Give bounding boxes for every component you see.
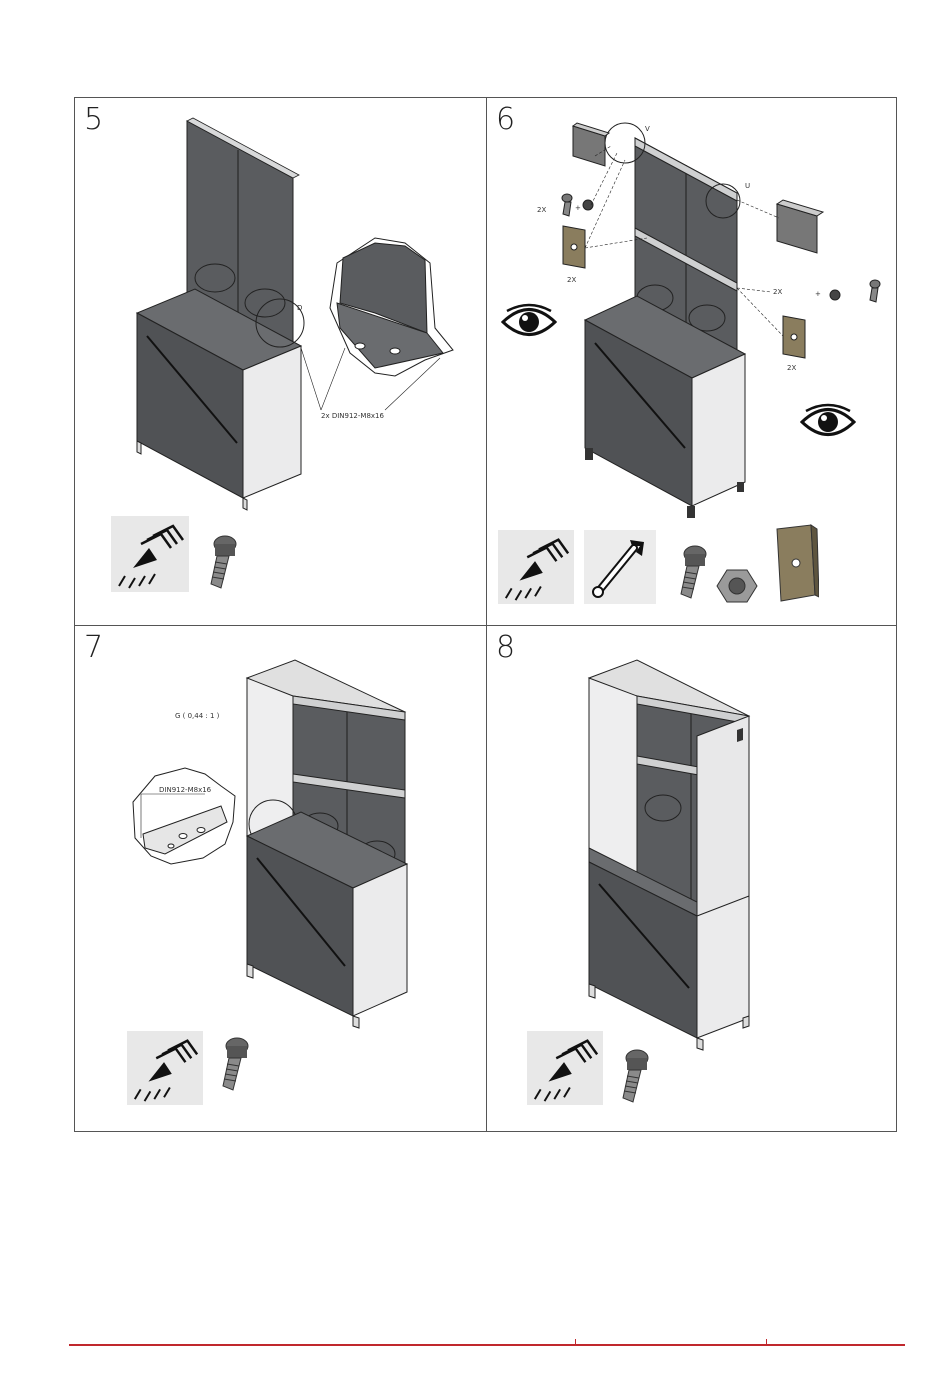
plus-left: + <box>575 204 581 212</box>
assembly-steps-grid: 5 D 2x DIN912-M8x16 <box>74 97 897 1132</box>
mark-u: U <box>745 182 750 190</box>
detail-label: DIN912-M8x16 <box>159 786 212 794</box>
detail-mark: D <box>297 304 302 312</box>
step-6-panel: 6 V U 2X + <box>487 98 897 625</box>
footer-tick <box>575 1339 576 1345</box>
qty-right-plate: 2X <box>787 364 796 372</box>
qty-left-bolt: 2X <box>537 206 546 214</box>
scale-label: G ( 0,44 : 1 ) <box>175 712 220 720</box>
step-7-panel: 7 G ( 0,44 : 1 ) <box>75 626 486 1131</box>
step-5-panel: 5 D 2x DIN912-M8x16 <box>75 98 486 625</box>
detail-label: 2x DIN912-M8x16 <box>321 412 384 420</box>
footer-tick <box>766 1339 767 1345</box>
qty-right-bolt: 2X <box>773 288 782 296</box>
plus-right: + <box>815 290 821 298</box>
mark-v: V <box>645 125 650 133</box>
qty-left-plate: 2X <box>567 276 576 284</box>
footer-rule <box>69 1344 905 1346</box>
step-8-panel: 8 <box>487 626 897 1131</box>
